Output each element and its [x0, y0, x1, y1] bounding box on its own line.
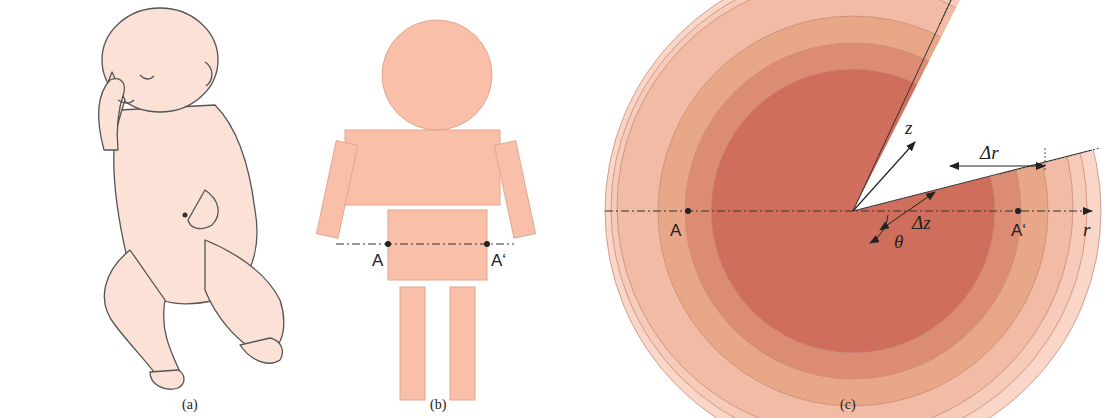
dimension-tick: [1045, 148, 1046, 172]
point-dot: [484, 241, 490, 247]
point-label: A: [670, 222, 681, 239]
wedge-edges: [853, 0, 1100, 211]
dimension-label: Δz: [912, 213, 931, 232]
angle-label: θ: [894, 232, 903, 251]
block-body-model: [316, 20, 535, 400]
panel-caption: (a): [182, 398, 198, 412]
point-label: A: [372, 252, 383, 269]
point-label: A‘: [491, 252, 506, 269]
panel-caption: (b): [430, 398, 446, 412]
point-dot: [1015, 208, 1021, 214]
dimension-label: Δr: [980, 143, 999, 162]
point-label: A‘: [1011, 222, 1026, 239]
dr-dimension: [950, 166, 1045, 167]
z-axis: [853, 142, 915, 211]
cylinder-layers: [605, 0, 1101, 418]
point-dot: [685, 208, 691, 214]
panel-caption: (c): [840, 398, 856, 412]
axis-label: z: [905, 118, 912, 137]
theta-arc: [870, 215, 888, 243]
cut-wedge: [853, 0, 1102, 211]
baby-illustration: [99, 8, 284, 389]
axis-label: r: [1083, 220, 1090, 239]
point-dot: [385, 241, 391, 247]
